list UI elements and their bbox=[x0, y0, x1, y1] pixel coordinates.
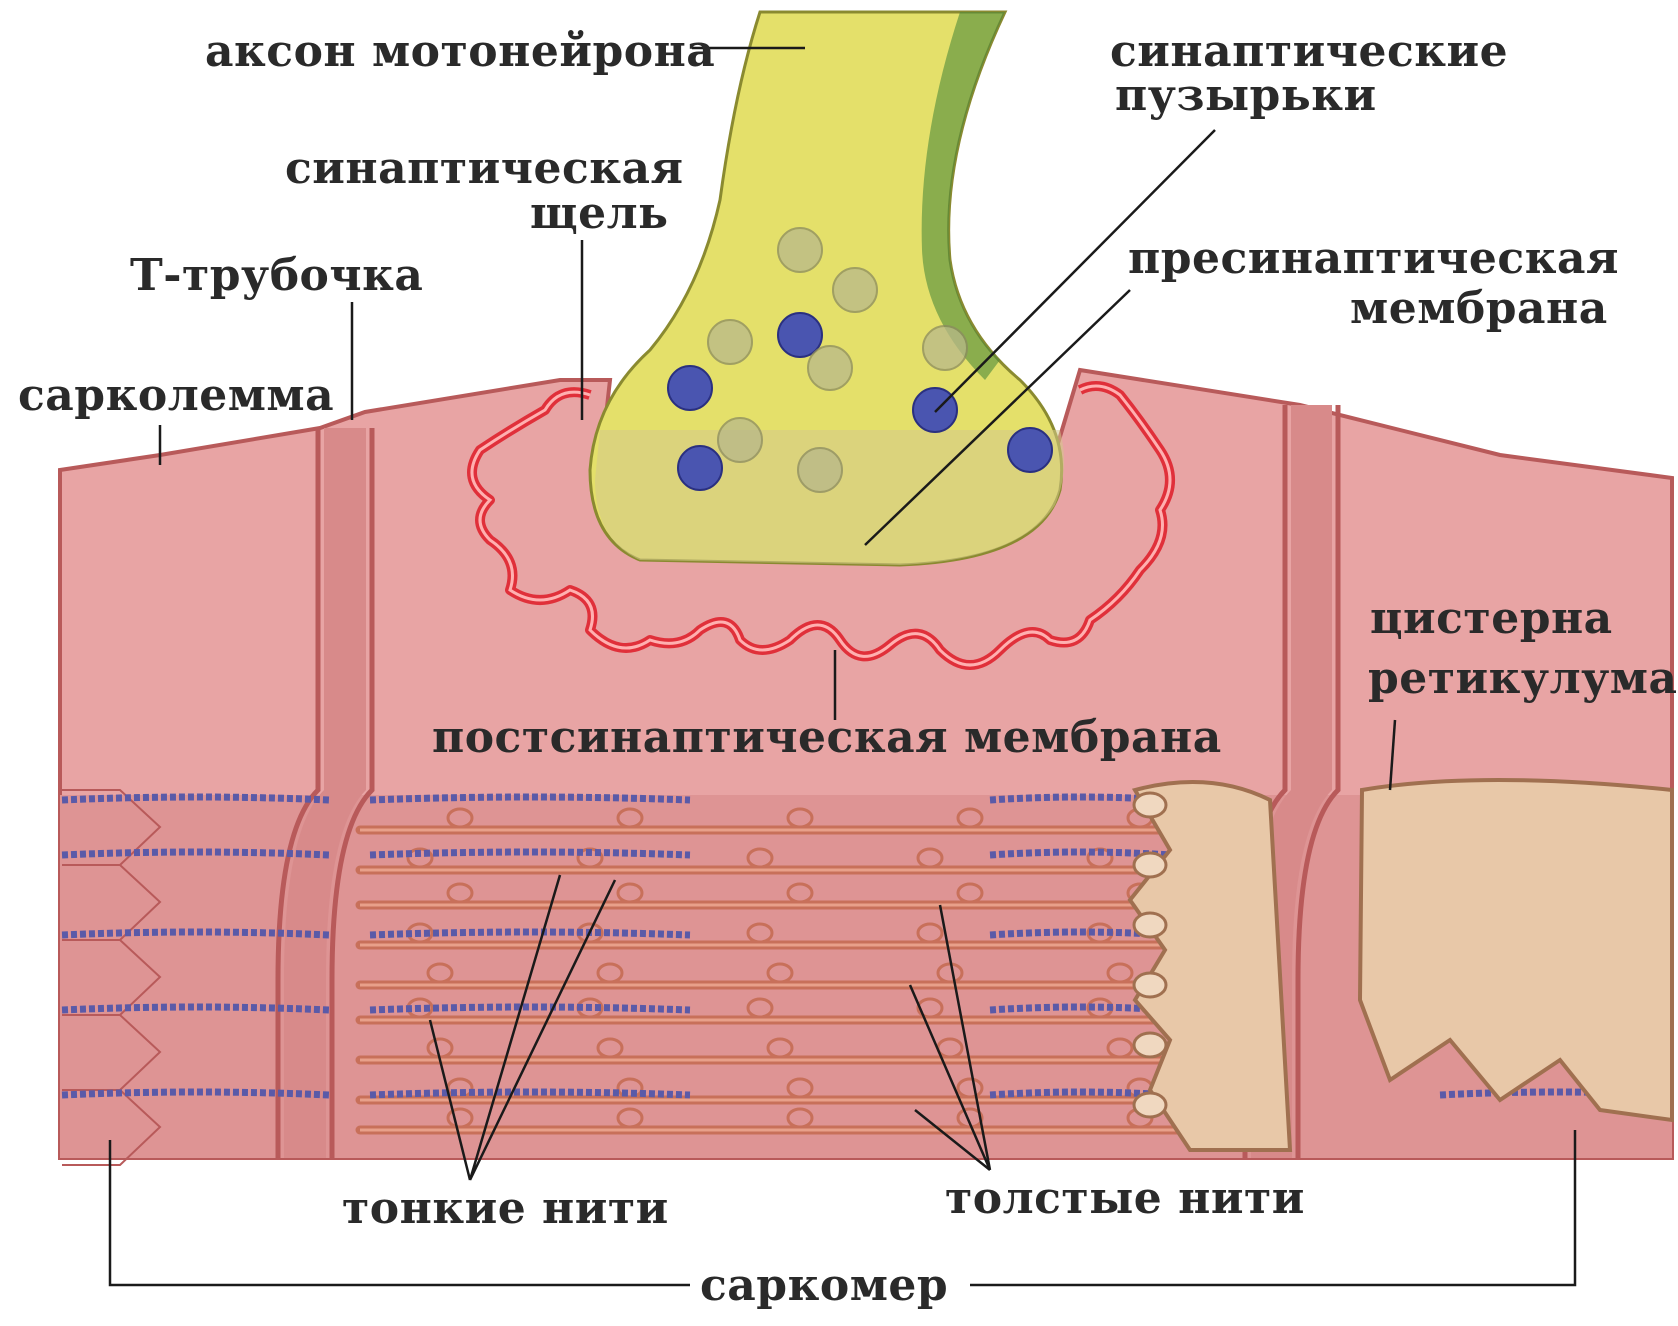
label-cleft-line1: синаптическая bbox=[285, 145, 684, 193]
label-sarcomere: саркомер bbox=[700, 1262, 948, 1310]
synaptic-vesicle bbox=[798, 448, 842, 492]
reticulum-cistern-right bbox=[1360, 780, 1672, 1120]
synaptic-vesicle bbox=[778, 228, 822, 272]
label-vesicles-line2: пузырьки bbox=[1115, 72, 1377, 120]
synaptic-vesicle bbox=[923, 326, 967, 370]
label-vesicles-line1: синаптические bbox=[1110, 28, 1508, 76]
synaptic-vesicle bbox=[833, 268, 877, 312]
label-cistern-line1: цистерна bbox=[1370, 595, 1613, 643]
reticulum-tube-end bbox=[1134, 853, 1166, 877]
label-t-tubule: Т-трубочка bbox=[130, 252, 423, 300]
reticulum-tube-end bbox=[1134, 793, 1166, 817]
reticulum-tube-end bbox=[1134, 1093, 1166, 1117]
reticulum-tube-end bbox=[1134, 1033, 1166, 1057]
label-presynaptic-line1: пресинаптическая bbox=[1128, 235, 1619, 283]
synaptic-vesicle bbox=[718, 418, 762, 462]
label-thick-filaments: толстые нити bbox=[945, 1175, 1305, 1223]
label-sarcolemma: сарколемма bbox=[18, 372, 334, 420]
synaptic-vesicle bbox=[913, 388, 957, 432]
label-presynaptic-line2: мембрана bbox=[1350, 285, 1608, 333]
reticulum-tube-end bbox=[1134, 913, 1166, 937]
synaptic-vesicle bbox=[668, 366, 712, 410]
synaptic-vesicle bbox=[708, 320, 752, 364]
label-postsynaptic-membrane: постсинаптическая мембрана bbox=[432, 714, 1222, 762]
label-cistern-line2: ретикулума bbox=[1368, 655, 1678, 703]
synaptic-vesicle bbox=[1008, 428, 1052, 472]
synaptic-vesicle bbox=[678, 446, 722, 490]
reticulum-tube-end bbox=[1134, 973, 1166, 997]
label-thin-filaments: тонкие нити bbox=[342, 1185, 669, 1233]
label-axon: аксон мотонейрона bbox=[205, 28, 715, 76]
label-cleft-line2: щель bbox=[530, 190, 669, 238]
synaptic-vesicle bbox=[808, 346, 852, 390]
